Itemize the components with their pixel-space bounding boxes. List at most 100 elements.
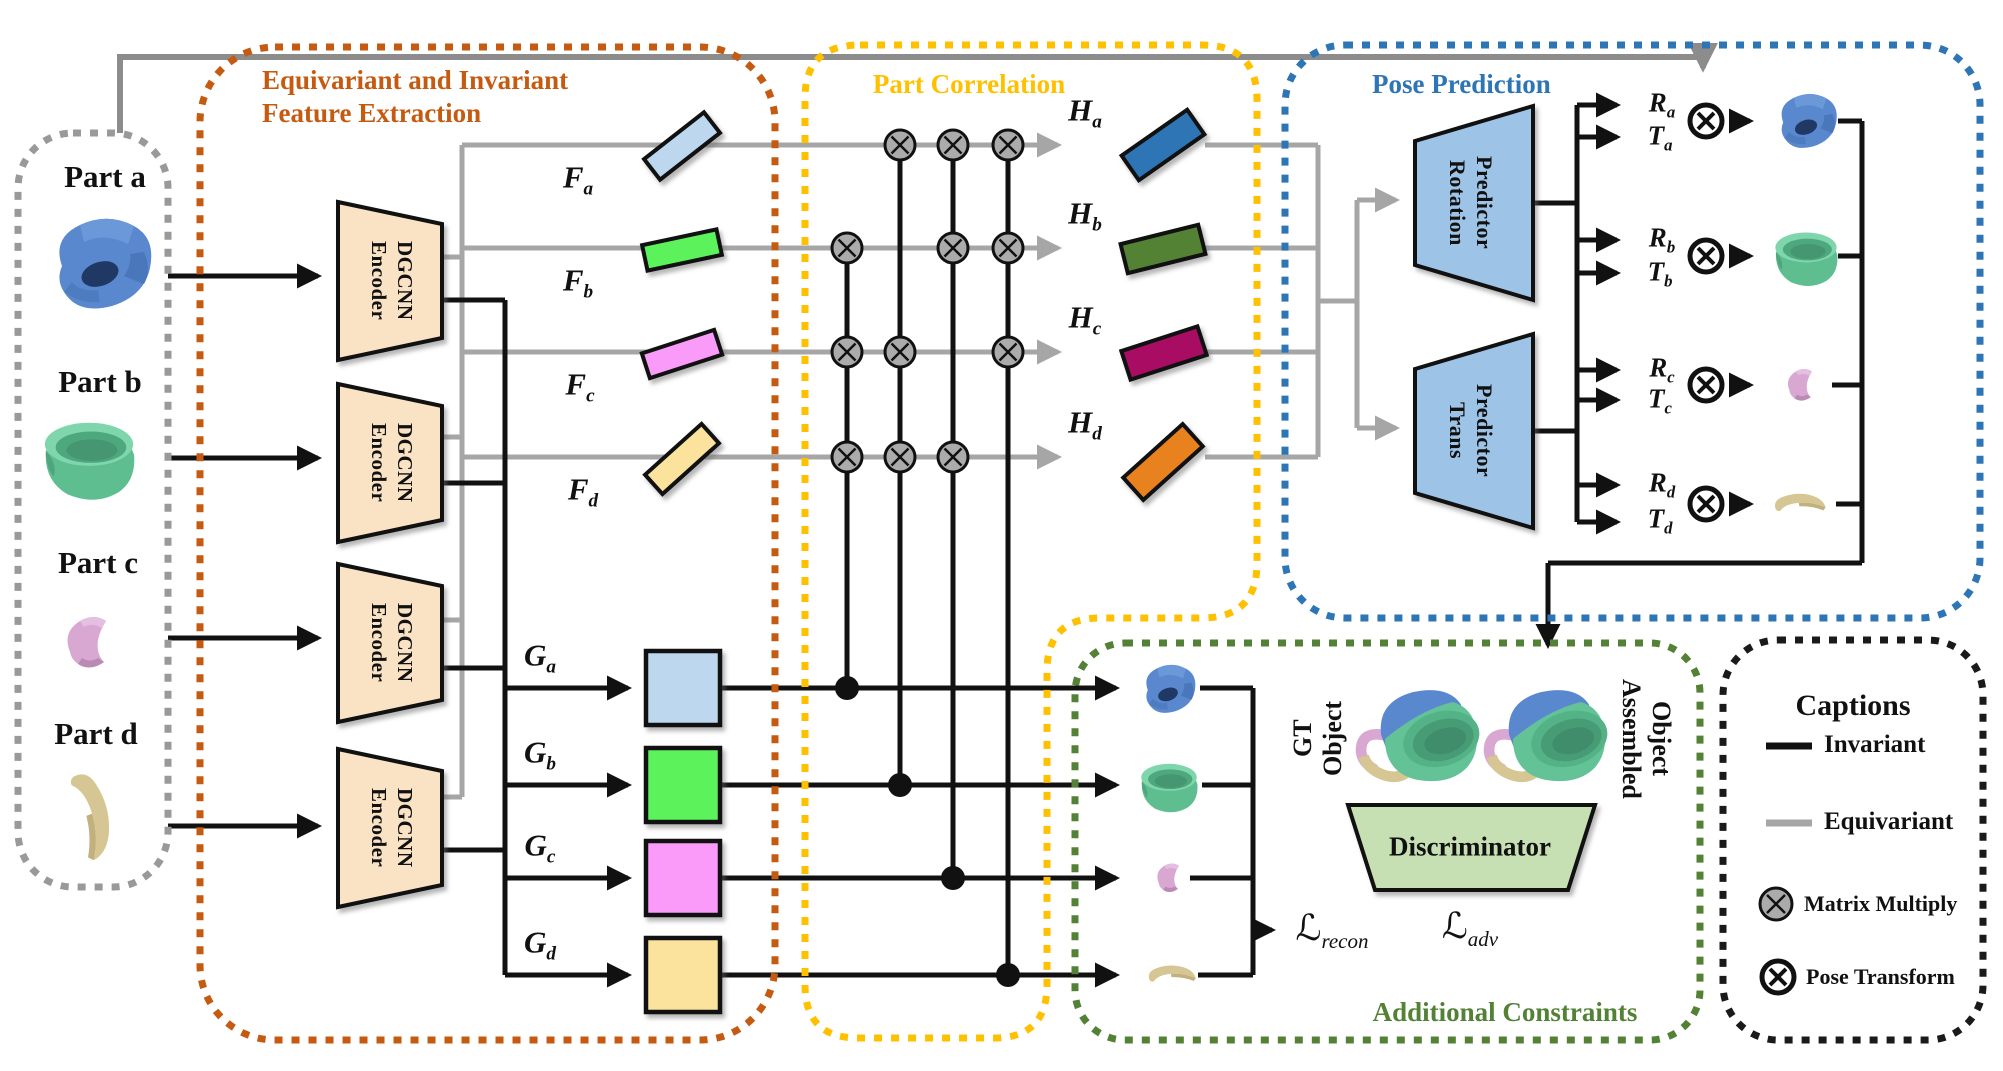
part-a-image — [40, 210, 160, 319]
legend-swatches — [1758, 742, 1812, 996]
pose-prediction-title: Pose Prediction — [1372, 69, 1551, 99]
part-b-image — [38, 410, 140, 511]
feature-f-c-label: Fc — [565, 366, 595, 407]
posed-part-b-image — [1770, 225, 1842, 294]
part-correlation-box — [801, 41, 1261, 1042]
recon-part-a-image — [1136, 660, 1200, 721]
parts-input-box — [14, 129, 172, 891]
feature-h-c-label: Hc — [1068, 299, 1102, 340]
posed-part-a-image — [1770, 88, 1842, 157]
feature-extraction-box — [196, 43, 779, 1044]
matrix-multiply-icon — [991, 231, 1025, 265]
recon-part-c-image — [1152, 860, 1188, 899]
invariant-wiring — [168, 92, 1865, 988]
dgcnn-encoder-block — [336, 381, 444, 545]
matrix-multiply-icon — [1758, 886, 1794, 922]
feature-h-b — [1118, 222, 1208, 276]
feature-g-c-label: Gc — [524, 827, 556, 868]
pose-transform-icon — [1687, 366, 1725, 404]
feature-f-a — [641, 109, 723, 183]
trans-predictor-block — [1413, 331, 1535, 531]
region-boxes — [14, 41, 1987, 1044]
captions-title: Captions — [1795, 689, 1911, 722]
feature-f-c — [639, 327, 725, 381]
matrix-multiply-icon — [883, 128, 917, 162]
gt-object-image — [1352, 678, 1484, 797]
discriminator-block — [1345, 803, 1598, 892]
recon-part-b-image — [1136, 757, 1202, 820]
matrix-multiply-nodes — [830, 128, 1025, 474]
feature-g-a-label: Ga — [524, 637, 556, 678]
junction-dot — [888, 773, 912, 797]
matrix-multiply-icon — [936, 128, 970, 162]
posed-part-d-image — [1772, 492, 1828, 521]
pose-transform-icon — [1759, 958, 1797, 996]
matrix-multiply-icon — [991, 335, 1025, 369]
matrix-multiply-icon — [936, 231, 970, 265]
pose-transform-icon — [1687, 237, 1725, 275]
dgcnn-encoder-block — [336, 199, 444, 363]
feature-f-b-label: Fb — [562, 262, 594, 303]
assembled-object-image — [1480, 678, 1612, 797]
additional-constraints-title: Additional Constraints — [1372, 997, 1638, 1027]
blocks — [336, 103, 1598, 1015]
part-c-label: Part c — [57, 545, 139, 580]
rotation-a-label: Ra — [1648, 87, 1676, 122]
additional-constraints-box — [1071, 639, 1704, 1044]
rotation-c-label: Rc — [1649, 352, 1675, 387]
feature-h-c — [1118, 323, 1210, 383]
translation-d-label: Td — [1647, 503, 1673, 538]
feature-h-d — [1120, 421, 1206, 503]
feature-h-d-label: Hd — [1068, 404, 1102, 445]
legend-invariant-label: Invariant — [1824, 731, 1926, 758]
matrix-multiply-icon — [830, 440, 864, 474]
pose-transform-icon — [1687, 102, 1725, 140]
rotation-b-label: Rb — [1648, 222, 1676, 257]
pose-transform-icon — [1687, 485, 1725, 523]
feature-g-d-label: Gd — [524, 924, 556, 965]
matrix-multiply-icon — [883, 335, 917, 369]
part-c-image — [58, 612, 122, 675]
feature-h-a — [1118, 106, 1208, 184]
translation-a-label: Ta — [1647, 120, 1673, 155]
feature-g-a — [643, 648, 723, 728]
loss-recon-label: ℒrecon — [1295, 907, 1369, 954]
feature-f-b — [639, 227, 725, 273]
feature-h-b-label: Hb — [1068, 195, 1102, 236]
matrix-multiply-icon — [991, 128, 1025, 162]
pose-transform-nodes — [1687, 102, 1725, 523]
feature-extraction-title: Equivariant and Invariant Feature Extrac… — [262, 65, 569, 128]
junction-dots — [835, 676, 1020, 987]
matrix-multiply-icon — [883, 440, 917, 474]
feature-f-a-label: Fa — [562, 159, 594, 200]
legend-equivariant-label: Equivariant — [1824, 808, 1954, 835]
part-b-label: Part b — [58, 364, 142, 399]
legend-matrix-multiply-label: Matrix Multiply — [1804, 891, 1958, 916]
dgcnn-encoder-block — [336, 561, 444, 725]
discriminator-label: Discriminator — [1389, 831, 1551, 862]
pose-prediction-box — [1281, 41, 1984, 622]
part-correlation-title: Part Correlation — [872, 69, 1066, 99]
junction-dot — [996, 963, 1020, 987]
captions-box — [1719, 636, 1987, 1044]
posed-part-c-image — [1782, 365, 1822, 408]
recon-part-d-image — [1146, 964, 1198, 991]
junction-dot — [941, 866, 965, 890]
dgcnn-encoder-block — [336, 746, 444, 910]
part-d-label: Part d — [54, 716, 138, 751]
loss-adv-label: ℒadv — [1441, 905, 1499, 952]
feature-g-b — [643, 745, 723, 825]
feature-f-d — [642, 421, 722, 497]
feature-f-d-label: Fd — [567, 471, 599, 512]
matrix-multiply-icon — [830, 231, 864, 265]
matrix-multiply-icon — [830, 335, 864, 369]
